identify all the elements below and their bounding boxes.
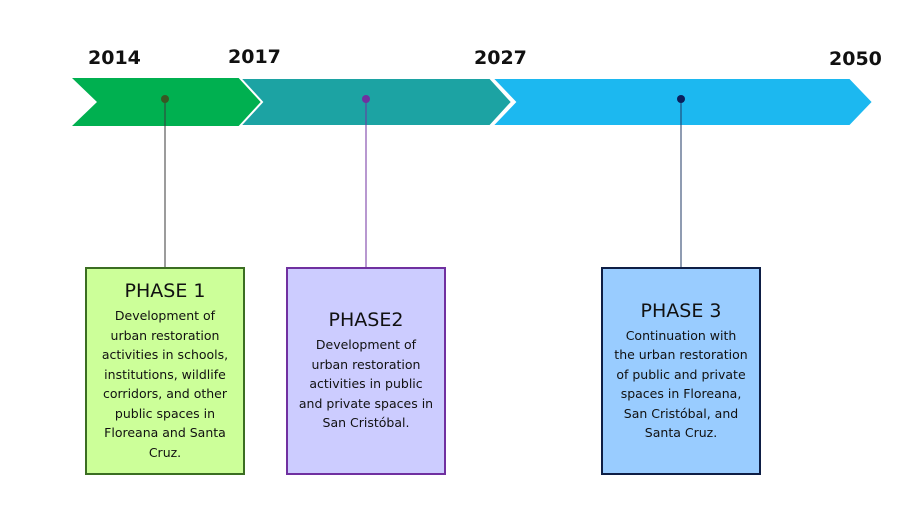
phase3-text-line: Continuation with xyxy=(625,327,737,343)
phase3-text-line: Santa Cruz. xyxy=(644,425,718,440)
phase2-text-line: San Cristóbal. xyxy=(322,415,410,431)
phase3-dot xyxy=(677,95,685,103)
phase1-text-line: urban restoration xyxy=(110,327,220,343)
phase1-text-line: public spaces in xyxy=(114,405,216,421)
phase2-dot xyxy=(362,95,370,103)
phase1-box: PHASE 1 Development of urban restoration… xyxy=(85,267,245,475)
phase1-title: PHASE 1 xyxy=(124,280,206,302)
phase2-text-line: activities in public xyxy=(309,376,423,392)
phase3-text-line: of public and private xyxy=(616,366,746,382)
year-label-2014: 2014 xyxy=(88,47,141,69)
phase3-text-line: San Cristóbal, and xyxy=(623,405,739,421)
phase1-text-line: activities in schools, xyxy=(101,347,229,362)
phase1-dot xyxy=(161,95,169,103)
phase1-text-line: Development of xyxy=(114,308,216,323)
phase3-title: PHASE 3 xyxy=(640,299,722,322)
phase3-text-line: the urban restoration xyxy=(614,347,748,362)
phase3-text-line: spaces in Floreana, xyxy=(620,386,742,401)
phase2-text-line: and private spaces in xyxy=(298,395,434,411)
year-label-2050: 2050 xyxy=(829,48,882,70)
phase2-title: PHASE2 xyxy=(328,309,404,332)
phase1-text-line: institutions, wildlife xyxy=(104,366,226,382)
phase1-text-line: Floreana and Santa xyxy=(104,425,226,440)
phase1-text-line: corridors, and other xyxy=(102,386,228,401)
phase2-text-line: urban restoration xyxy=(311,356,421,372)
phase2-text-line: Development of xyxy=(315,337,417,353)
year-label-2027: 2027 xyxy=(474,47,527,69)
year-label-2017: 2017 xyxy=(228,46,281,68)
phase2-box: PHASE2 Development of urban restoration … xyxy=(286,267,446,475)
phase3-box: PHASE 3 Continuation with the urban rest… xyxy=(601,267,761,475)
phase1-text-line: Cruz. xyxy=(148,444,182,460)
phase2-arrow xyxy=(237,77,514,127)
